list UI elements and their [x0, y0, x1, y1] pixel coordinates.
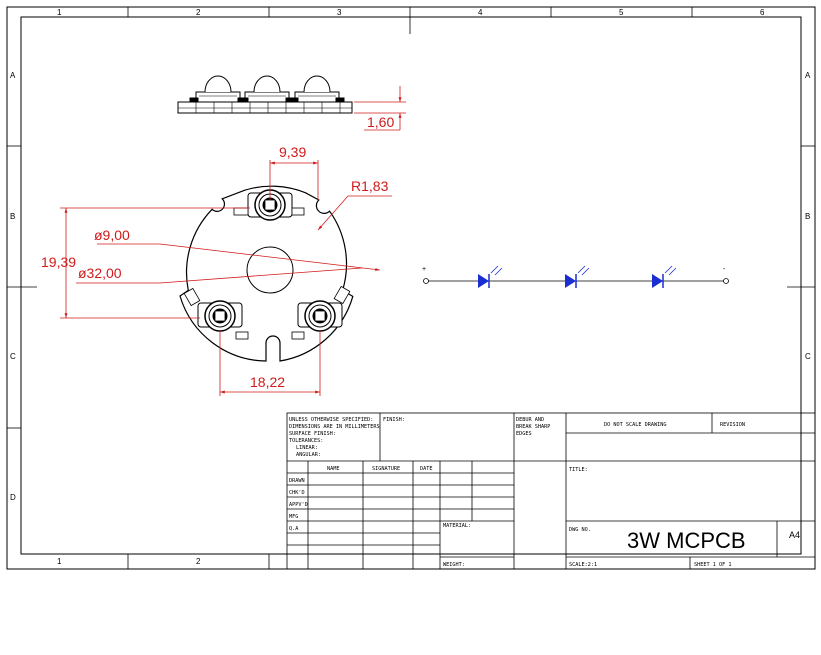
- deburr-line-2: BREAK SHARP: [516, 424, 550, 430]
- row-drawn: DRAWN: [289, 478, 305, 484]
- col-name-header: NAME: [327, 466, 340, 472]
- zone-row-d: D: [10, 493, 16, 502]
- led-footprint-3: [291, 285, 351, 340]
- schematic-minus-label: -: [723, 266, 726, 273]
- notch-radius-label: R1,83: [351, 178, 389, 194]
- side-led-2: [239, 75, 295, 103]
- zone-row-a: A: [10, 71, 16, 80]
- row-qa: Q.A: [289, 526, 299, 532]
- side-led-3: [289, 75, 345, 103]
- schematic-led-3: [652, 265, 677, 288]
- led-schematic: [423, 265, 729, 288]
- deburr-line-1: DEBUR AND: [516, 417, 544, 423]
- zone-row-b-right: B: [805, 212, 810, 221]
- drawing-number: 3W MCPCB: [627, 528, 746, 553]
- zone-row-b: B: [10, 212, 15, 221]
- col-signature-header: SIGNATURE: [372, 466, 400, 472]
- col-date-header: DATE: [420, 466, 433, 472]
- deburr-line-3: EDGES: [516, 431, 532, 437]
- note-line-6: ANGULAR:: [296, 452, 321, 458]
- title-label: TITLE:: [569, 467, 588, 473]
- zone-col-2: 2: [196, 8, 201, 17]
- revision-label: REVISION: [720, 422, 745, 428]
- led-spacing-label: 9,39: [279, 144, 306, 160]
- dimension-lines: [60, 160, 392, 396]
- zone-col-4: 4: [478, 8, 483, 17]
- row-approved: APPV'D: [289, 502, 308, 508]
- schematic-led-2: [565, 265, 590, 288]
- inner-frame: [20, 16, 802, 555]
- zone-col-1: 1: [57, 8, 62, 17]
- sheet-label: SHEET 1 OF 1: [694, 562, 731, 568]
- note-line-4: TOLERANCES:: [289, 438, 323, 444]
- center-hole-label: ø9,00: [94, 227, 130, 243]
- dwg-no-label: DWG NO.: [569, 527, 591, 533]
- row-mfg: MFG: [289, 514, 298, 520]
- title-block-grid: [286, 412, 816, 570]
- finish-label: FINISH:: [383, 417, 405, 423]
- thickness-label: 1,60: [367, 114, 394, 130]
- note-line-5: LINEAR:: [296, 445, 318, 451]
- zone-col-1-bottom: 1: [57, 557, 62, 566]
- material-label: MATERIAL:: [443, 523, 471, 529]
- vertical-span-label: 19,39: [41, 254, 76, 270]
- board-diameter-label: ø32,00: [78, 265, 122, 281]
- zone-row-c-right: C: [805, 352, 811, 361]
- side-view: [177, 75, 353, 114]
- schematic-plus-label: +: [422, 266, 426, 273]
- zone-col-6: 6: [760, 8, 765, 17]
- side-led-1: [189, 75, 247, 103]
- minus-terminal: [723, 278, 729, 284]
- zone-row-c: C: [10, 352, 16, 361]
- note-line-3: SURFACE FINISH:: [289, 431, 336, 437]
- zone-col-2-bottom: 2: [196, 557, 201, 566]
- led-footprint-2: [183, 287, 249, 340]
- sheet-size: A4: [789, 530, 800, 540]
- zone-row-a-right: A: [805, 71, 811, 80]
- note-line-1: UNLESS OTHERWISE SPECIFIED:: [289, 417, 373, 423]
- do-not-scale-label: DO NOT SCALE DRAWING: [604, 422, 666, 428]
- row-checked: CHK'D: [289, 490, 305, 496]
- weight-label: WEIGHT:: [443, 562, 465, 568]
- scale-label: SCALE:2:1: [569, 562, 597, 568]
- led-footprint-1: [233, 189, 305, 221]
- center-hole: [246, 246, 294, 294]
- thickness-dimension: [354, 86, 406, 131]
- note-line-2: DIMENSIONS ARE IN MILLIMETERS: [289, 424, 380, 430]
- zone-ticks: [7, 7, 815, 569]
- zone-col-3: 3: [337, 8, 342, 17]
- zone-col-5: 5: [619, 8, 624, 17]
- horizontal-span-label: 18,22: [250, 374, 285, 390]
- schematic-led-1: [478, 265, 503, 288]
- plus-terminal: [423, 278, 429, 284]
